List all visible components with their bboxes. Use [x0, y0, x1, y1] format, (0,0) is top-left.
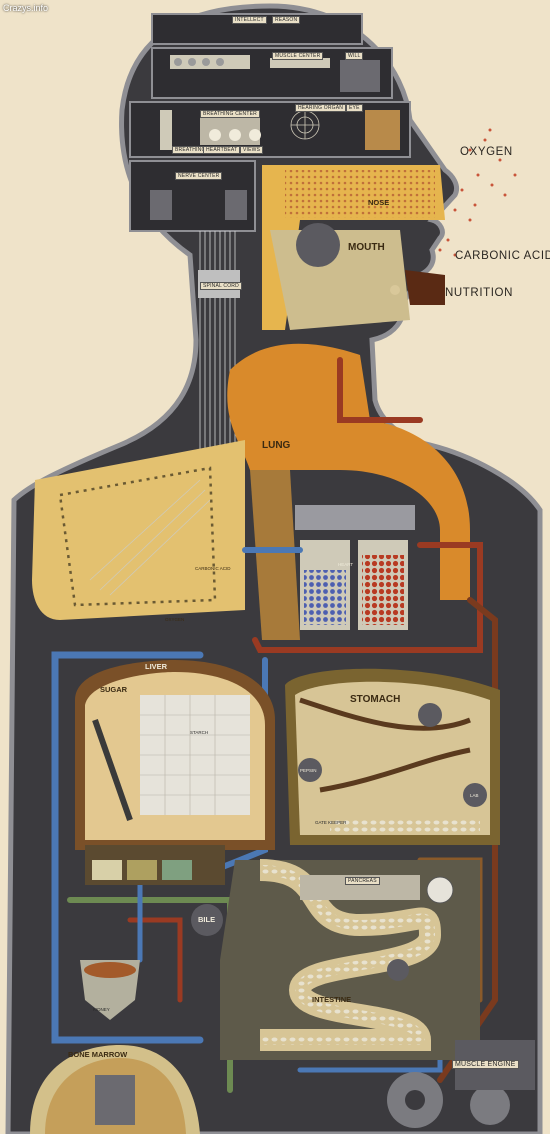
bile-label: BILE — [198, 915, 216, 924]
lung-label: LUNG — [262, 440, 291, 451]
oxygen-small-label: OXYGEN — [165, 617, 185, 622]
liver-label: LIVER — [145, 662, 168, 671]
intellect-tag: INTELLECT — [232, 16, 267, 24]
muscle-engine-tag: MUSCLE ENGINE — [452, 1060, 519, 1069]
kidney — [80, 960, 140, 1020]
mouth-label: MOUTH — [348, 242, 385, 253]
stomach-label: STOMACH — [350, 694, 401, 705]
nose-label: NOSE — [368, 198, 390, 207]
nutrition-label: NUTRITION — [445, 287, 514, 299]
intestine — [191, 859, 480, 1060]
reason-tag: REASON — [272, 16, 301, 24]
pancreas-tag: PANCREAS — [345, 877, 380, 885]
nerve-center-tag: NERVE CENTER — [175, 172, 223, 180]
gate-keeper-label: GATE KEEPER — [315, 820, 347, 825]
carbonic-acid-label: CARBONIC ACID — [455, 250, 550, 262]
spinal-cord-tag: SPINAL CORD — [200, 282, 242, 290]
stomach — [285, 668, 500, 845]
watermark: Crazys.info — [3, 3, 49, 13]
liver — [75, 660, 275, 885]
bone-marrow-label: BONE MARROW — [68, 1050, 128, 1059]
views-tag: VIEWS — [240, 146, 264, 154]
air-particles — [438, 128, 517, 257]
kidney-label: KIDNEY — [93, 1007, 110, 1012]
pepsin-label: PEPSIN — [300, 768, 317, 773]
nose-mouth — [262, 165, 445, 330]
bone-marrow — [30, 1045, 200, 1134]
heart-chamber — [295, 505, 415, 630]
breathing-center-tag: BREATHING CENTER — [200, 110, 260, 118]
eye-tag: EYE — [346, 104, 363, 112]
heart-label: HEART — [338, 562, 354, 567]
hearing-organ-tag: HEARING ORGAN — [295, 104, 347, 112]
oxygen-label: OXYGEN — [460, 146, 513, 158]
lung — [32, 343, 470, 640]
carbonic-acid-small-label: CARBONIC ACID — [195, 566, 231, 571]
lab-label: LAB — [470, 793, 479, 798]
muscle-center-tag: MUSCLE CENTER — [272, 52, 324, 60]
intestine-label: INTESTINE — [312, 995, 352, 1004]
sugar-label: SUGAR — [100, 685, 128, 694]
will-tag: WILL — [345, 52, 364, 60]
head-machinery — [150, 55, 400, 470]
heartbeat-tag: HEARTBEAT — [203, 146, 241, 154]
starch-label: STARCH — [190, 730, 209, 735]
